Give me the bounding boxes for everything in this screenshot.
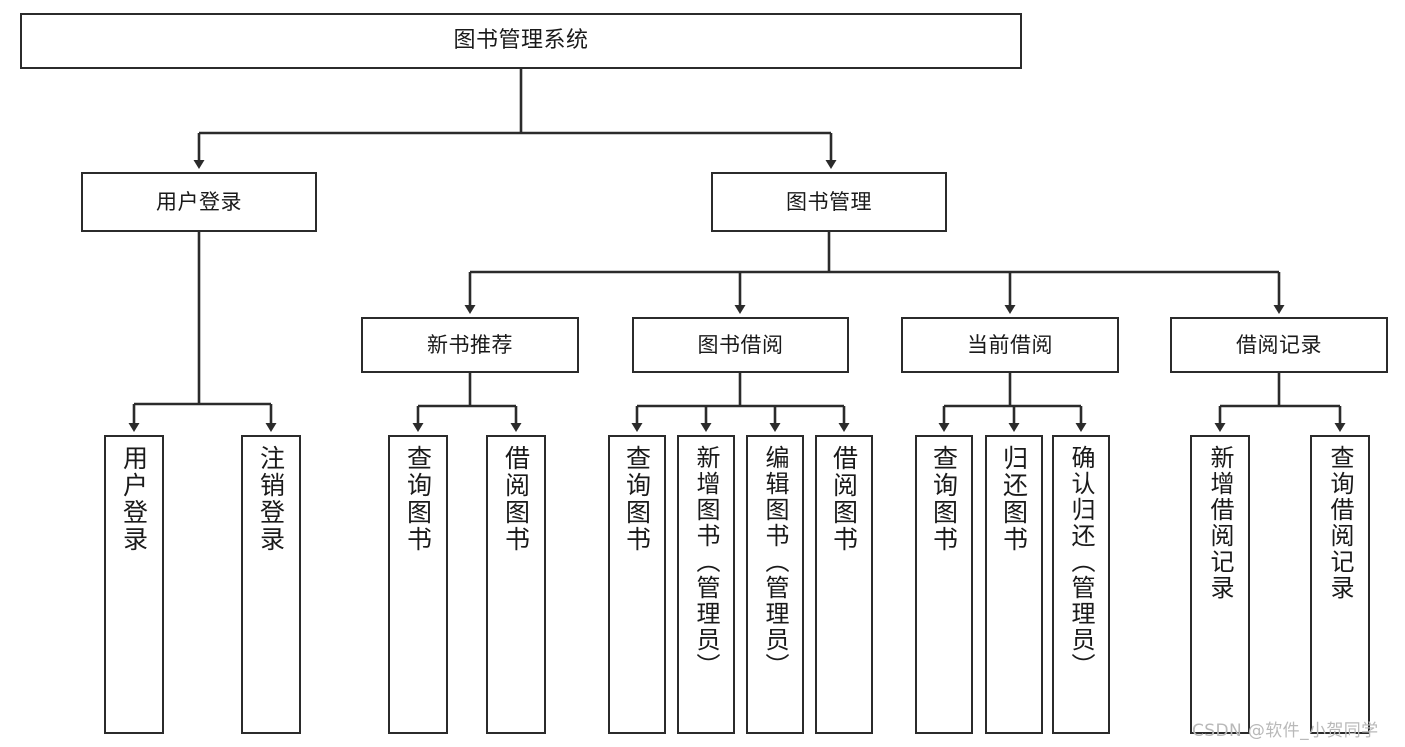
node-label: 用户登录 — [156, 189, 242, 214]
node-label: 借阅图书 — [501, 445, 531, 553]
node-label: 新增借阅记录 — [1206, 445, 1234, 601]
leaf-add-borrow-record[interactable]: 新增借阅记录 — [1190, 435, 1250, 734]
node-label: 归还图书 — [999, 445, 1029, 553]
node-label: 查询图书 — [929, 445, 959, 553]
leaf-query-book[interactable]: 查询图书 — [608, 435, 666, 734]
node-label: 确认归还（管理员） — [1067, 445, 1095, 679]
node-label: 新增图书（管理员） — [692, 445, 720, 679]
leaf-borrow-book[interactable]: 借阅图书 — [815, 435, 873, 734]
node-borrow-records[interactable]: 借阅记录 — [1170, 317, 1388, 373]
node-label: 借阅记录 — [1236, 332, 1322, 357]
node-label: 当前借阅 — [967, 332, 1053, 357]
node-label: 查询借阅记录 — [1326, 445, 1354, 601]
leaf-query-book-recommend[interactable]: 查询图书 — [388, 435, 448, 734]
node-book-management[interactable]: 图书管理 — [711, 172, 947, 232]
leaf-query-book-current[interactable]: 查询图书 — [915, 435, 973, 734]
leaf-query-borrow-record[interactable]: 查询借阅记录 — [1310, 435, 1370, 734]
leaf-logout[interactable]: 注销登录 — [241, 435, 301, 734]
leaf-edit-book-admin[interactable]: 编辑图书（管理员） — [746, 435, 804, 734]
node-label: 注销登录 — [256, 445, 286, 553]
csdn-watermark: CSDN @软件_小贺同学 — [1192, 721, 1379, 741]
node-book-borrow[interactable]: 图书借阅 — [632, 317, 849, 373]
leaf-user-login[interactable]: 用户登录 — [104, 435, 164, 734]
leaf-return-book[interactable]: 归还图书 — [985, 435, 1043, 734]
node-label: 查询图书 — [403, 445, 433, 553]
node-label: 图书管理 — [786, 189, 872, 214]
leaf-borrow-book-recommend[interactable]: 借阅图书 — [486, 435, 546, 734]
node-user-login[interactable]: 用户登录 — [81, 172, 317, 232]
leaf-confirm-return-admin[interactable]: 确认归还（管理员） — [1052, 435, 1110, 734]
node-new-book-recommend[interactable]: 新书推荐 — [361, 317, 579, 373]
node-label: 新书推荐 — [427, 332, 513, 357]
node-label: 用户登录 — [119, 445, 149, 553]
node-label: 编辑图书（管理员） — [761, 445, 789, 679]
node-current-borrow[interactable]: 当前借阅 — [901, 317, 1119, 373]
node-label: 图书借阅 — [697, 332, 784, 357]
node-label: 图书管理系统 — [453, 28, 589, 54]
node-root[interactable]: 图书管理系统 — [20, 13, 1022, 69]
node-label: 借阅图书 — [829, 445, 859, 553]
node-label: 查询图书 — [622, 445, 652, 553]
leaf-add-book-admin[interactable]: 新增图书（管理员） — [677, 435, 735, 734]
